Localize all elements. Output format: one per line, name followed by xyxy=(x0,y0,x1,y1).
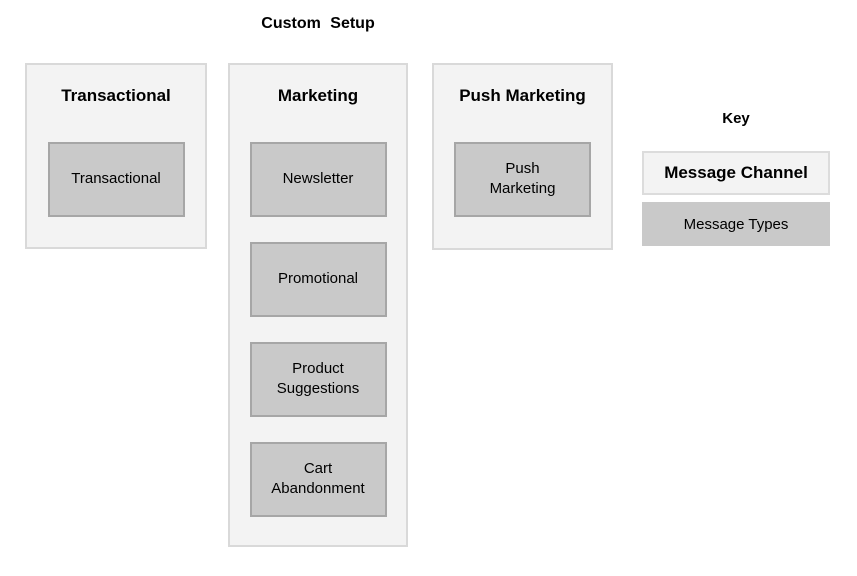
type-box-promotional: Promotional xyxy=(249,241,387,317)
type-box-push-marketing: Push Marketing xyxy=(454,141,591,217)
type-box-newsletter: Newsletter xyxy=(249,141,387,217)
key-message-types-swatch: Message Types xyxy=(642,202,830,246)
type-stack-marketing: Newsletter Promotional Product Suggestio… xyxy=(249,141,387,517)
type-box-cart-abandonment: Cart Abandonment xyxy=(249,441,387,517)
type-stack-push-marketing: Push Marketing xyxy=(454,141,591,217)
type-stack-transactional: Transactional xyxy=(47,141,185,217)
key-message-channel-swatch: Message Channel xyxy=(642,151,830,195)
type-box-product-suggestions: Product Suggestions xyxy=(249,341,387,417)
channel-column-transactional: Transactional Transactional xyxy=(25,63,207,249)
channel-column-marketing: Marketing Newsletter Promotional Product… xyxy=(228,63,408,547)
channel-header-marketing: Marketing xyxy=(277,86,359,105)
channel-header-transactional: Transactional xyxy=(61,86,171,105)
channel-column-push-marketing: Push Marketing Push Marketing xyxy=(432,63,613,250)
type-box-transactional: Transactional xyxy=(47,141,185,217)
diagram-title: Custom Setup xyxy=(261,15,375,32)
key-title: Key xyxy=(722,110,750,127)
channel-header-push-marketing: Push Marketing xyxy=(459,86,586,105)
